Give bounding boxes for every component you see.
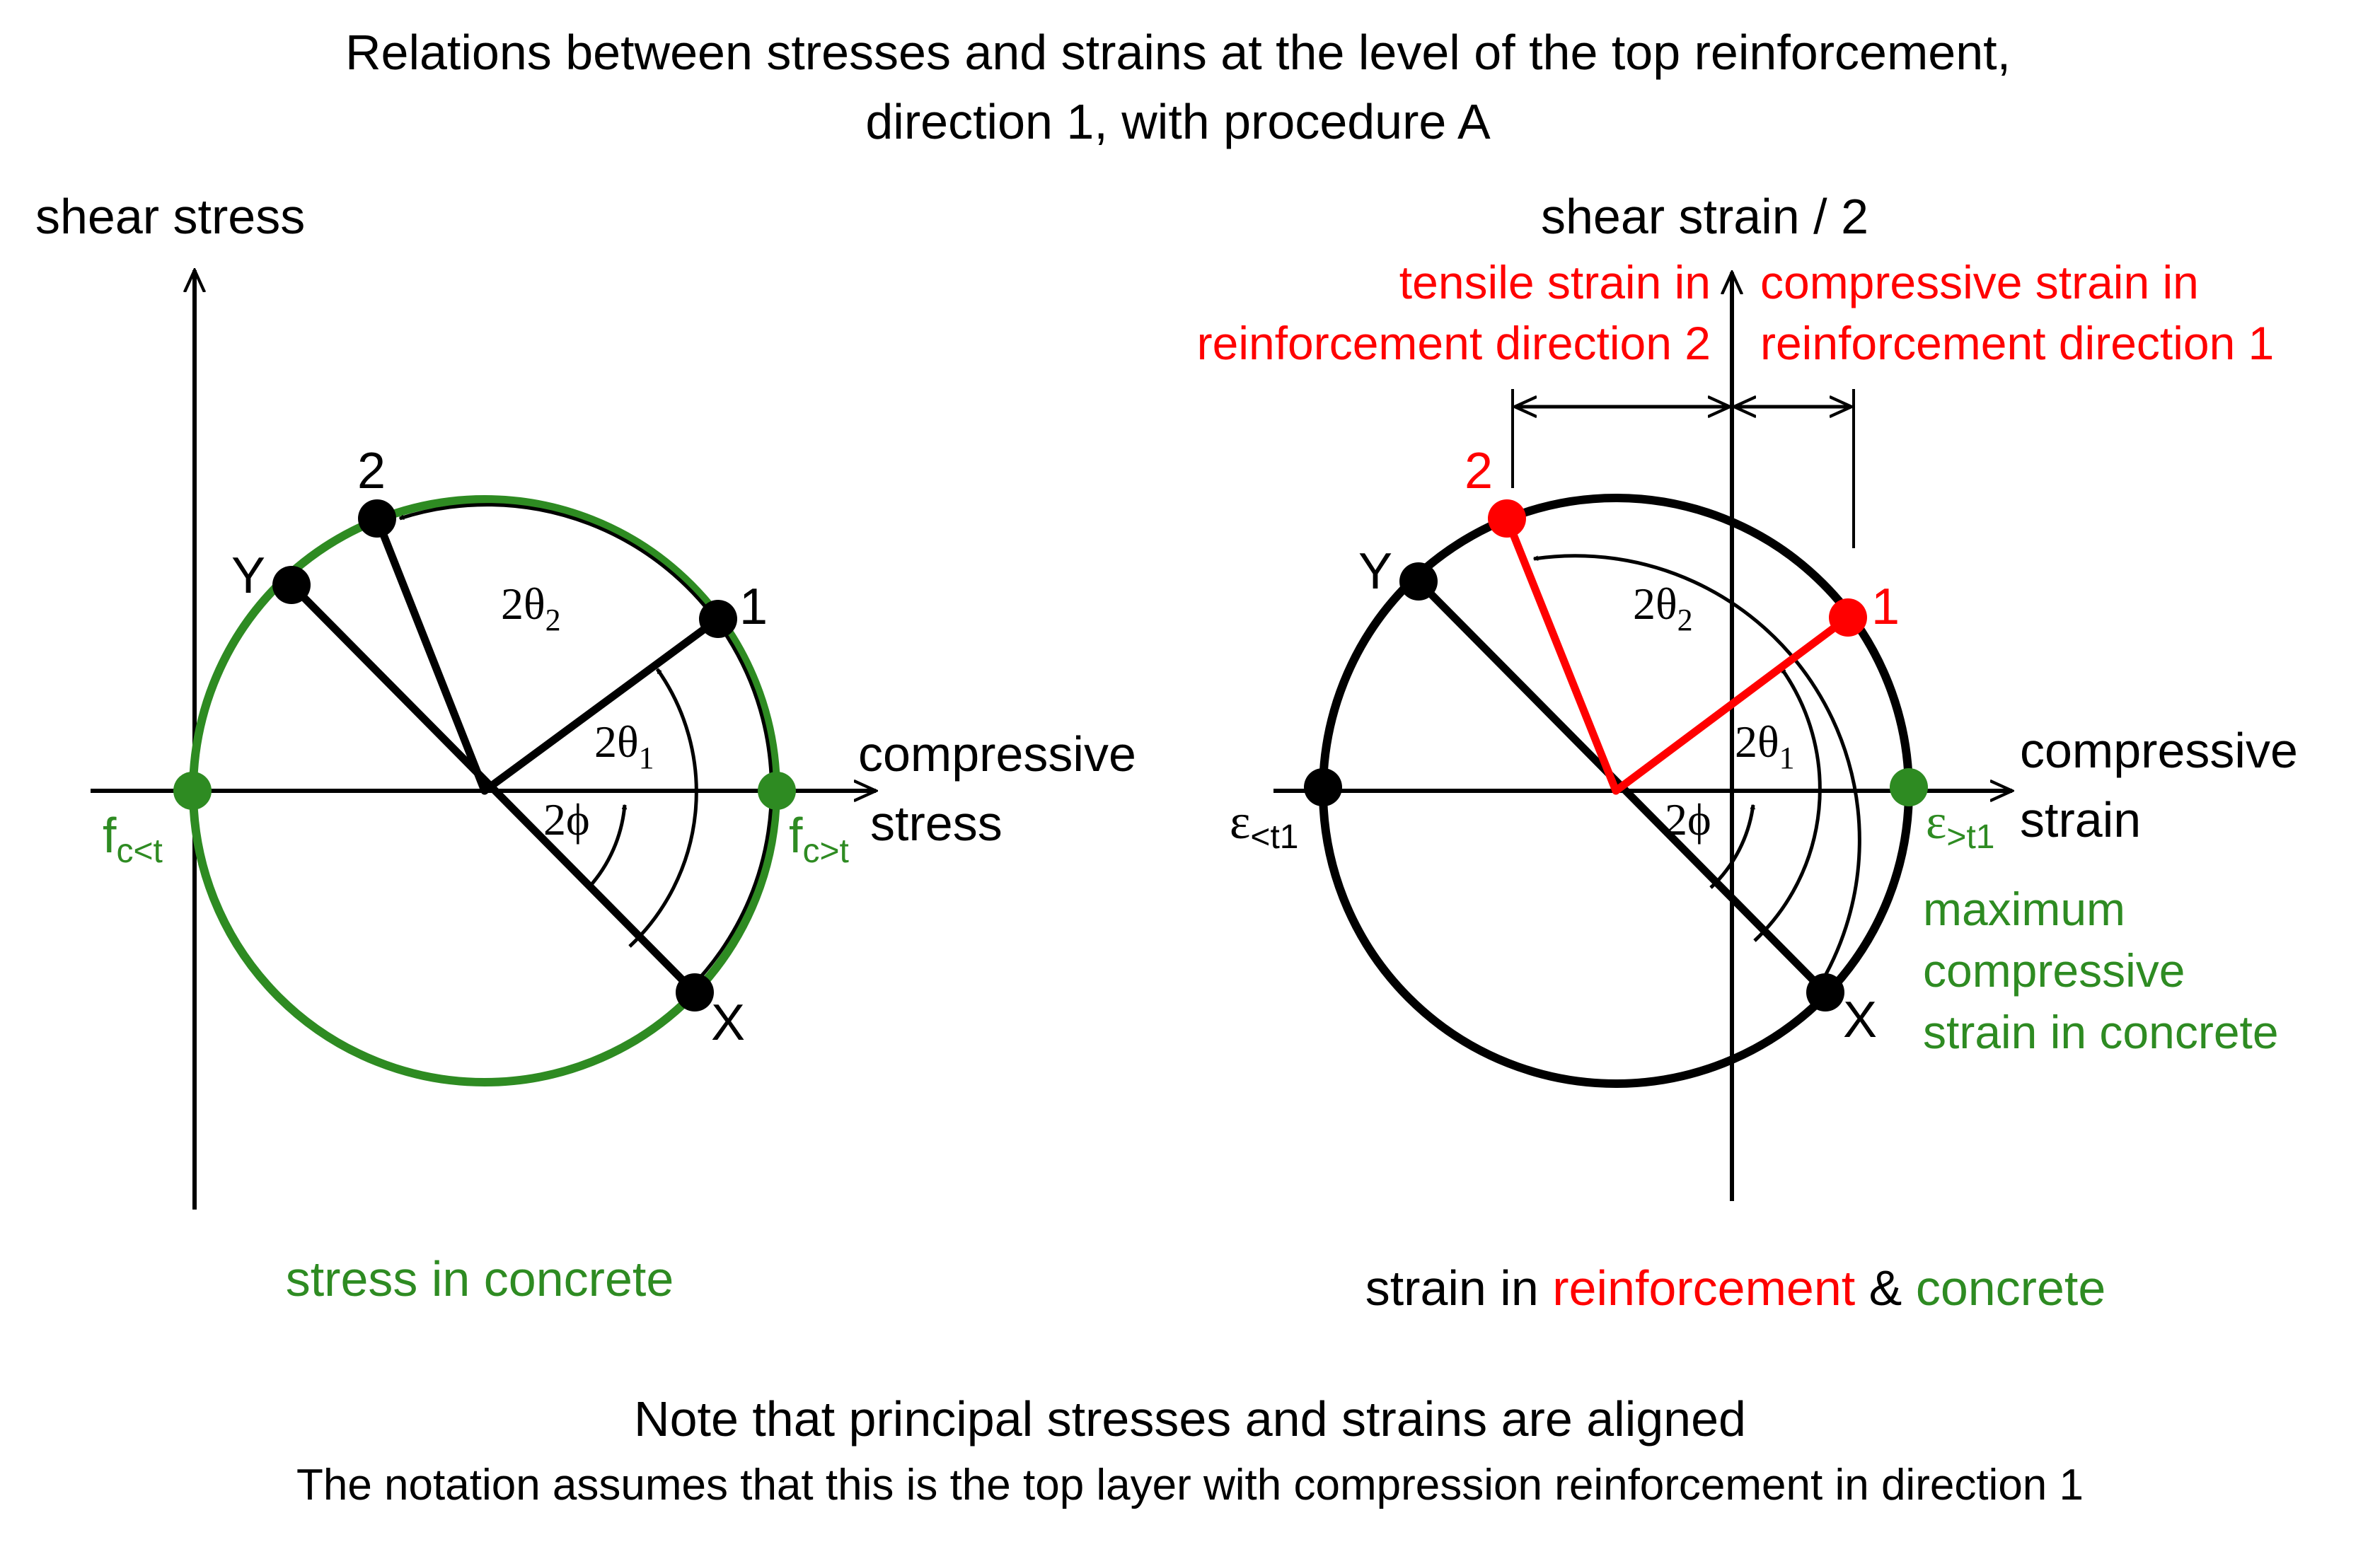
note-line-1: Note that principal stresses and strains… xyxy=(634,1391,1746,1447)
right-y-axis-label: shear strain / 2 xyxy=(1541,189,1868,244)
left-label-x: X xyxy=(711,995,745,1051)
right-label-eps-right: ε>t1 xyxy=(1926,795,1994,856)
left-arc-2theta2 xyxy=(400,503,773,1000)
left-label-1: 1 xyxy=(739,579,768,635)
right-label-2theta2: 2θ2 xyxy=(1633,579,1693,637)
left-line-1 xyxy=(480,615,722,795)
max-comp-note-3: strain in concrete xyxy=(1923,1006,2279,1058)
right-label-eps-left: ε<t1 xyxy=(1230,795,1298,856)
right-point-x xyxy=(1806,973,1844,1011)
left-label-2phi: 2ϕ xyxy=(543,794,590,845)
right-label-y: Y xyxy=(1358,543,1392,600)
left-arc-2theta1 xyxy=(628,669,698,948)
right-label-1: 1 xyxy=(1871,579,1900,635)
title-line-1: Relations between stresses and strains a… xyxy=(345,25,2011,80)
right-label-x: X xyxy=(1843,992,1877,1048)
right-line-2 xyxy=(1503,514,1620,795)
left-point-x xyxy=(676,973,714,1011)
title-line-2: direction 1, with procedure A xyxy=(865,94,1491,149)
left-point-fc-right xyxy=(758,772,796,810)
left-label-fc-right: fc>t xyxy=(789,808,849,870)
left-label-fc-left: fc<t xyxy=(103,808,163,870)
left-point-y xyxy=(272,566,311,604)
left-label-2theta1: 2θ1 xyxy=(594,717,654,775)
compressive-note-1: compressive strain in xyxy=(1760,256,2199,308)
right-arc-2theta1 xyxy=(1753,668,1822,942)
left-point-1 xyxy=(699,600,737,638)
right-line-1 xyxy=(1612,613,1852,795)
right-point-1 xyxy=(1829,598,1867,637)
left-x-axis-label-1: compressive xyxy=(858,726,1136,782)
right-label-2theta1: 2θ1 xyxy=(1735,717,1795,775)
left-y-axis-label: shear stress xyxy=(35,189,305,244)
max-comp-note-2: compressive xyxy=(1923,944,2185,997)
right-point-y xyxy=(1399,562,1438,601)
right-arc-2theta2 xyxy=(1534,554,1861,1000)
left-point-2 xyxy=(358,499,396,538)
right-point-2 xyxy=(1488,499,1526,538)
right-label-2: 2 xyxy=(1465,443,1493,499)
left-arc-2phi xyxy=(587,805,625,889)
left-label-y: Y xyxy=(231,547,265,604)
tensile-note-2: reinforcement direction 2 xyxy=(1197,317,1711,369)
left-point-fc-left xyxy=(173,772,212,810)
right-strain-diagram: shear strain / 2 compressive strain tens… xyxy=(1197,189,2298,1316)
right-point-eps-left xyxy=(1304,768,1342,806)
note-line-2: The notation assumes that this is the to… xyxy=(296,1461,2084,1509)
left-caption: stress in concrete xyxy=(286,1251,674,1306)
right-point-eps-right xyxy=(1890,768,1928,806)
right-x-axis-label-1: compressive xyxy=(2020,723,2298,778)
left-line-2 xyxy=(373,514,489,795)
left-stress-diagram: shear stress compressive stress 2 Y 1 X … xyxy=(35,189,1136,1306)
left-x-axis-label-2: stress xyxy=(870,796,1003,851)
compressive-note-2: reinforcement direction 1 xyxy=(1760,317,2274,369)
tensile-note-1: tensile strain in xyxy=(1399,256,1711,308)
left-label-2: 2 xyxy=(357,443,386,499)
right-label-2phi: 2ϕ xyxy=(1665,794,1711,845)
max-comp-note-1: maximum xyxy=(1923,883,2125,935)
right-caption: strain in reinforcement & concrete xyxy=(1365,1260,2106,1316)
left-label-2theta2: 2θ2 xyxy=(501,579,561,637)
right-x-axis-label-2: strain xyxy=(2020,792,2141,847)
